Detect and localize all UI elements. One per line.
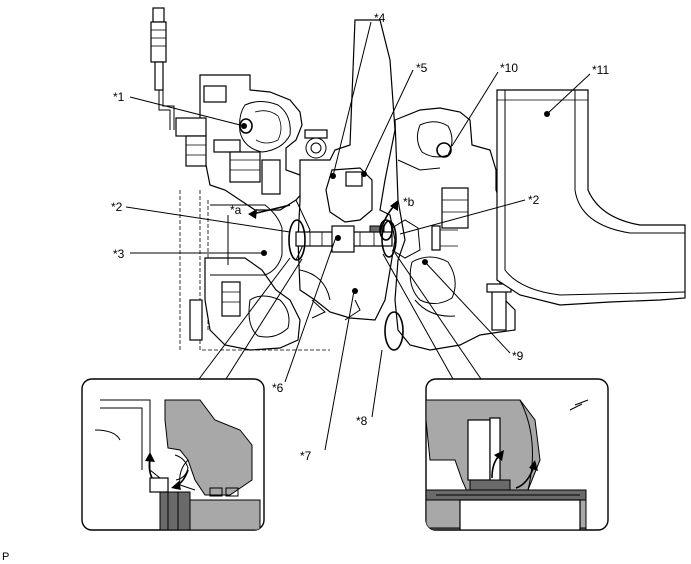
labels: *1 *2 *3 *4 *5 *6 *7 *8 *9 *10 *11 *2 *a…	[2, 11, 609, 563]
right-detail-inset	[425, 378, 609, 531]
seal-circles	[239, 118, 452, 351]
label-5: *5	[416, 61, 428, 75]
flow-arrows	[248, 200, 398, 233]
label-1: *1	[113, 90, 125, 104]
label-3: *3	[113, 247, 125, 261]
label-2-right: *2	[528, 193, 540, 207]
corner-code: P	[2, 551, 9, 563]
seal-ring-left-circle	[288, 219, 306, 261]
outlet-elbow	[496, 89, 686, 306]
label-2-left: *2	[111, 200, 123, 214]
left-detail-inset	[81, 378, 265, 531]
inset-connectors	[198, 252, 482, 380]
leader-lines	[125, 21, 591, 451]
center-housing	[295, 19, 396, 321]
label-10: *10	[500, 61, 518, 75]
label-7: *7	[300, 449, 312, 463]
label-9: *9	[512, 349, 524, 363]
turbine-housing	[391, 107, 516, 351]
point-10-circle	[436, 142, 452, 158]
label-4: *4	[374, 11, 386, 25]
sensor-pipe	[150, 7, 175, 130]
label-b: *b	[403, 195, 415, 209]
label-a: *a	[230, 203, 242, 217]
label-11: *11	[592, 63, 609, 77]
point-1-circle	[239, 118, 253, 134]
label-8: *8	[356, 414, 368, 428]
label-6: *6	[272, 381, 284, 395]
gasket-circle	[384, 311, 404, 351]
marker-dots	[241, 111, 550, 294]
